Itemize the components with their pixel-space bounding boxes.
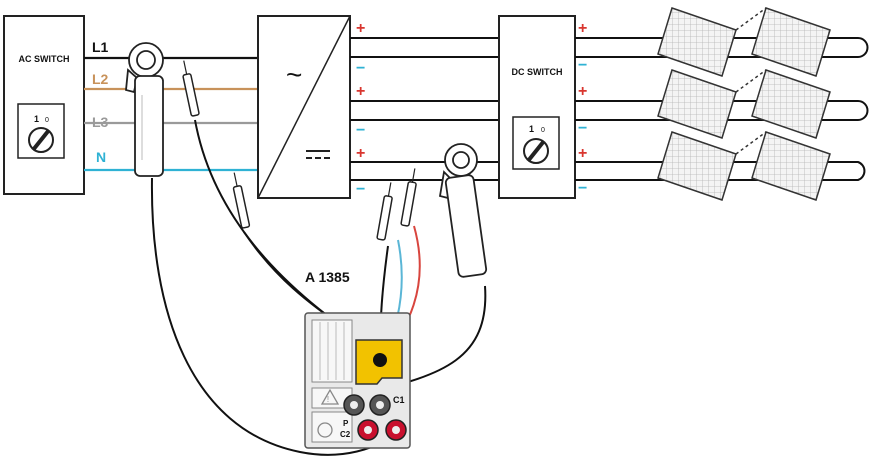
warning-triangle-icon xyxy=(320,388,340,405)
polarity-markers: + − + − + − + − + − + − xyxy=(356,20,587,198)
solar-panel-icon xyxy=(751,69,831,139)
probe-tip xyxy=(233,172,238,187)
terminal-p-hole xyxy=(364,426,372,434)
probe-n xyxy=(232,172,251,229)
probe-dc-1 xyxy=(376,182,393,241)
pv-string-3-loop xyxy=(575,161,866,181)
inverter-diagonal xyxy=(257,15,351,199)
label-l2: L2 xyxy=(92,71,109,87)
panel-connection-dashed xyxy=(735,7,767,31)
plug-socket-icon xyxy=(317,422,333,438)
ac-switch-pos-off: 0 xyxy=(45,117,49,124)
clamp-jaw-inner xyxy=(136,50,156,70)
pv-string-1-loop xyxy=(575,37,869,58)
probe-body xyxy=(232,185,251,229)
probe-tip xyxy=(411,168,416,183)
minus-sign: − xyxy=(578,180,587,197)
inverter-ac-symbol: ~ xyxy=(286,59,302,90)
label-l3: L3 xyxy=(92,114,109,130)
plus-sign: + xyxy=(356,145,365,162)
terminal-c1-hole xyxy=(376,401,384,409)
pv-string-2-loop xyxy=(575,100,869,121)
dc-lines xyxy=(350,37,499,181)
panel-connection-dashed xyxy=(735,131,767,155)
dc-switch-pos-off: 0 xyxy=(541,127,545,134)
instrument-model-label: A 1385 xyxy=(305,269,350,285)
clamp-body xyxy=(134,75,164,177)
minus-sign: − xyxy=(356,60,365,77)
connector-hole xyxy=(373,353,387,367)
ac-switch-label: AC SWITCH xyxy=(19,54,70,64)
instrument-display xyxy=(311,319,353,383)
clamp-jaw-inner xyxy=(452,151,470,169)
panel-connection-dashed xyxy=(735,69,767,93)
terminal-p-label: P xyxy=(343,419,349,428)
inverter: ~ xyxy=(257,15,351,199)
probe-tip xyxy=(183,60,188,75)
ac-switch-pos-on: 1 xyxy=(34,114,39,124)
solar-panel-icon xyxy=(657,69,737,139)
probe-body xyxy=(182,73,200,117)
probe-tip xyxy=(387,182,392,197)
plus-sign: + xyxy=(578,83,587,100)
plus-sign: + xyxy=(356,20,365,37)
label-l1: L1 xyxy=(92,39,109,55)
plus-sign: + xyxy=(578,145,587,162)
ac-switch: AC SWITCH 1 0 xyxy=(3,15,85,195)
dc-switch-knob-handle xyxy=(526,139,546,163)
terminal-1-hole xyxy=(350,401,358,409)
voltage-probes xyxy=(182,60,417,241)
pv-panels xyxy=(657,7,831,201)
ac-switch-knob-handle xyxy=(31,128,51,152)
dc-switch-pos-on: 1 xyxy=(529,124,534,134)
solar-panel-icon xyxy=(751,131,831,201)
minus-sign: − xyxy=(578,57,587,74)
probe-body xyxy=(400,181,417,227)
solar-panel-icon xyxy=(751,7,831,77)
terminal-c2-label: C2 xyxy=(340,430,351,439)
probe-dc-2 xyxy=(400,168,417,227)
pv-string-lines xyxy=(575,37,869,181)
display-grid xyxy=(319,322,345,380)
dc-switch: DC SWITCH 1 0 xyxy=(498,15,576,199)
solar-panel-icon xyxy=(657,131,737,201)
terminal-c2-hole xyxy=(392,426,400,434)
lead-ac-clamp xyxy=(150,177,396,456)
instrument: ! C1 P C2 xyxy=(304,312,411,449)
probe-l1 xyxy=(182,60,200,117)
terminal-c1-label: C1 xyxy=(393,395,405,405)
clamp-body xyxy=(444,174,488,278)
warning-mark: ! xyxy=(327,395,329,404)
probe-body xyxy=(376,195,393,241)
ac-current-clamp xyxy=(125,42,164,177)
minus-sign: − xyxy=(578,120,587,137)
dc-switch-box xyxy=(498,15,576,199)
plus-sign: + xyxy=(578,20,587,37)
ac-lines: L1 L2 L3 N xyxy=(84,39,258,172)
minus-sign: − xyxy=(356,181,365,198)
dc-switch-label: DC SWITCH xyxy=(512,67,563,77)
minus-sign: − xyxy=(356,122,365,139)
plus-sign: + xyxy=(356,83,365,100)
dc-current-clamp xyxy=(438,143,488,278)
solar-panel-icon xyxy=(657,7,737,77)
label-n: N xyxy=(96,149,106,165)
